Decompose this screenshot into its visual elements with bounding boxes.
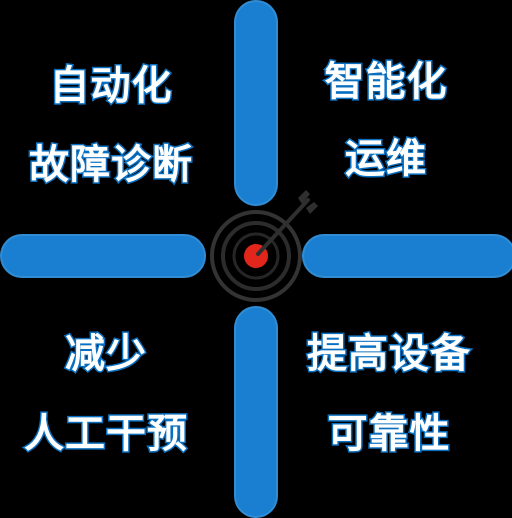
divider-bar-top xyxy=(234,0,278,206)
quadrant-bottom-right: 提高设备 可靠性 xyxy=(289,331,489,457)
target-with-arrow-icon xyxy=(210,190,318,302)
quadrant-bottom-left-line1: 减少 xyxy=(64,331,148,377)
quadrant-top-right-line2: 运维 xyxy=(344,136,428,182)
quadrant-top-left-line1: 自动化 xyxy=(48,63,173,109)
quadrant-top-left: 自动化 故障诊断 xyxy=(11,63,211,188)
quadrant-top-left-line2: 故障诊断 xyxy=(28,142,194,188)
arrow-fletching xyxy=(298,190,318,214)
quadrant-bottom-right-line1: 提高设备 xyxy=(306,331,472,377)
arrow-shaft xyxy=(256,198,310,256)
divider-bar-left xyxy=(0,234,206,278)
divider-bar-bottom xyxy=(234,306,278,518)
divider-bar-right xyxy=(302,234,512,278)
quadrant-bottom-right-line2: 可靠性 xyxy=(326,411,451,457)
quadrant-top-right: 智能化 运维 xyxy=(286,59,486,182)
quadrant-top-right-line1: 智能化 xyxy=(323,59,448,105)
quadrant-bottom-left: 减少 人工干预 xyxy=(6,331,206,457)
quadrant-bottom-left-line2: 人工干预 xyxy=(23,411,189,457)
